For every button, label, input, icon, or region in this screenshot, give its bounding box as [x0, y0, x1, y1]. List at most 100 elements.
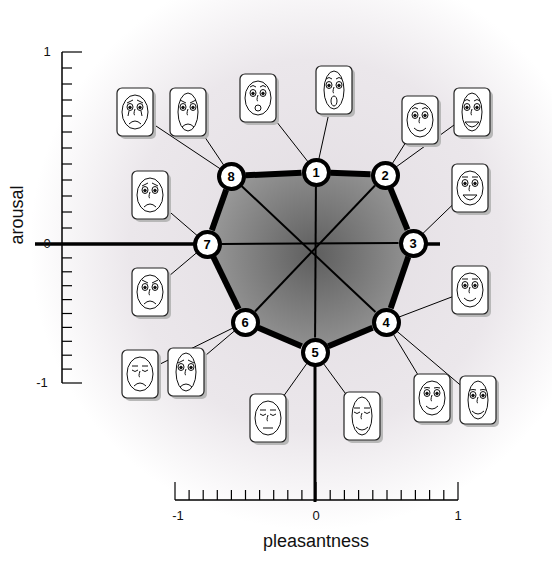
tick: [62, 179, 72, 180]
tick-label: 0: [43, 237, 50, 251]
tick: [62, 211, 72, 212]
face-box: [402, 96, 441, 147]
face: [137, 275, 163, 309]
callout-number: 8: [227, 170, 234, 183]
face-frame: [117, 88, 153, 136]
callout-number: 4: [382, 316, 389, 329]
tick: [62, 341, 72, 342]
face-frame: [132, 171, 168, 219]
callout-number: 3: [409, 237, 416, 250]
number-circle: 1: [302, 158, 331, 187]
face: [127, 357, 153, 391]
tick: [174, 482, 175, 500]
face-frame: [402, 96, 438, 144]
number-circle: 3: [399, 229, 428, 258]
callout-number: 1: [312, 166, 319, 179]
tick: [217, 490, 218, 500]
face-box: [240, 74, 279, 125]
tick: [203, 490, 204, 500]
number-circle: 8: [217, 162, 246, 191]
face-frame: [452, 164, 488, 212]
tick: [62, 327, 72, 328]
face: [462, 93, 482, 131]
tick: [443, 490, 444, 500]
callout-number: 2: [381, 169, 388, 182]
tick: [330, 490, 331, 500]
tick: [401, 490, 402, 500]
face: [245, 81, 271, 115]
face-box: [122, 350, 161, 401]
tick: [358, 490, 359, 500]
diameter-line: [314, 187, 317, 338]
tick: [62, 67, 72, 68]
tick-label: 1: [454, 509, 461, 523]
tick: [62, 115, 72, 116]
tick: [429, 490, 430, 500]
tick: [231, 490, 232, 500]
number-circle: 5: [301, 338, 330, 367]
face-box: [452, 266, 491, 317]
pleasantness-zero-axis: [314, 352, 317, 502]
tick: [62, 51, 82, 52]
octagon-edge: [391, 188, 408, 229]
face: [255, 401, 281, 435]
face-box: [414, 374, 453, 425]
face: [324, 71, 344, 109]
face: [468, 381, 488, 419]
axis-title: arousal: [8, 185, 28, 244]
face-box: [132, 171, 171, 222]
face-box: [460, 376, 499, 427]
octagon-edge: [258, 328, 301, 347]
tick: [386, 490, 387, 500]
tick: [301, 490, 302, 500]
axis-title: pleasantness: [263, 532, 369, 552]
tick: [62, 195, 72, 196]
tick: [315, 482, 316, 500]
face-frame: [170, 88, 206, 136]
tick: [245, 490, 246, 500]
tick: [62, 299, 72, 300]
face-frame: [460, 376, 496, 424]
face-box: [452, 164, 491, 215]
face-frame: [452, 266, 488, 314]
tick: [62, 313, 72, 314]
face-frame: [316, 66, 352, 114]
callout-number: 5: [311, 346, 318, 359]
tick: [273, 490, 274, 500]
octagon-edge: [245, 173, 301, 176]
tick: [62, 369, 72, 370]
tick: [259, 490, 260, 500]
arousal-zero-axis: [35, 242, 207, 246]
diameter-line: [242, 186, 376, 312]
number-circle: 4: [372, 308, 401, 337]
tick: [372, 490, 373, 500]
octagon-fill: [207, 172, 413, 352]
face-frame: [240, 74, 276, 122]
face-pictures: [117, 66, 499, 445]
face-box: [250, 394, 289, 445]
background-halo: [30, 0, 552, 530]
tick-label: 0: [312, 509, 319, 523]
tick-label: -1: [172, 509, 184, 523]
tick-label: 1: [43, 45, 50, 59]
number-circle: 7: [193, 230, 222, 259]
number-circle: 6: [231, 308, 260, 337]
pleasantness-ticks: [175, 482, 458, 500]
tick: [62, 355, 72, 356]
face-box: [316, 66, 355, 117]
face-box: [117, 88, 156, 139]
tick: [415, 490, 416, 500]
tick: [62, 285, 72, 286]
face-frame: [454, 88, 490, 136]
number-circle: 2: [371, 161, 400, 190]
tick: [457, 482, 458, 500]
tick: [62, 99, 72, 100]
face-frame: [132, 268, 168, 316]
face-frame: [168, 348, 204, 396]
tick: [62, 227, 72, 228]
tick: [62, 163, 72, 164]
octagon-edge: [212, 190, 226, 231]
